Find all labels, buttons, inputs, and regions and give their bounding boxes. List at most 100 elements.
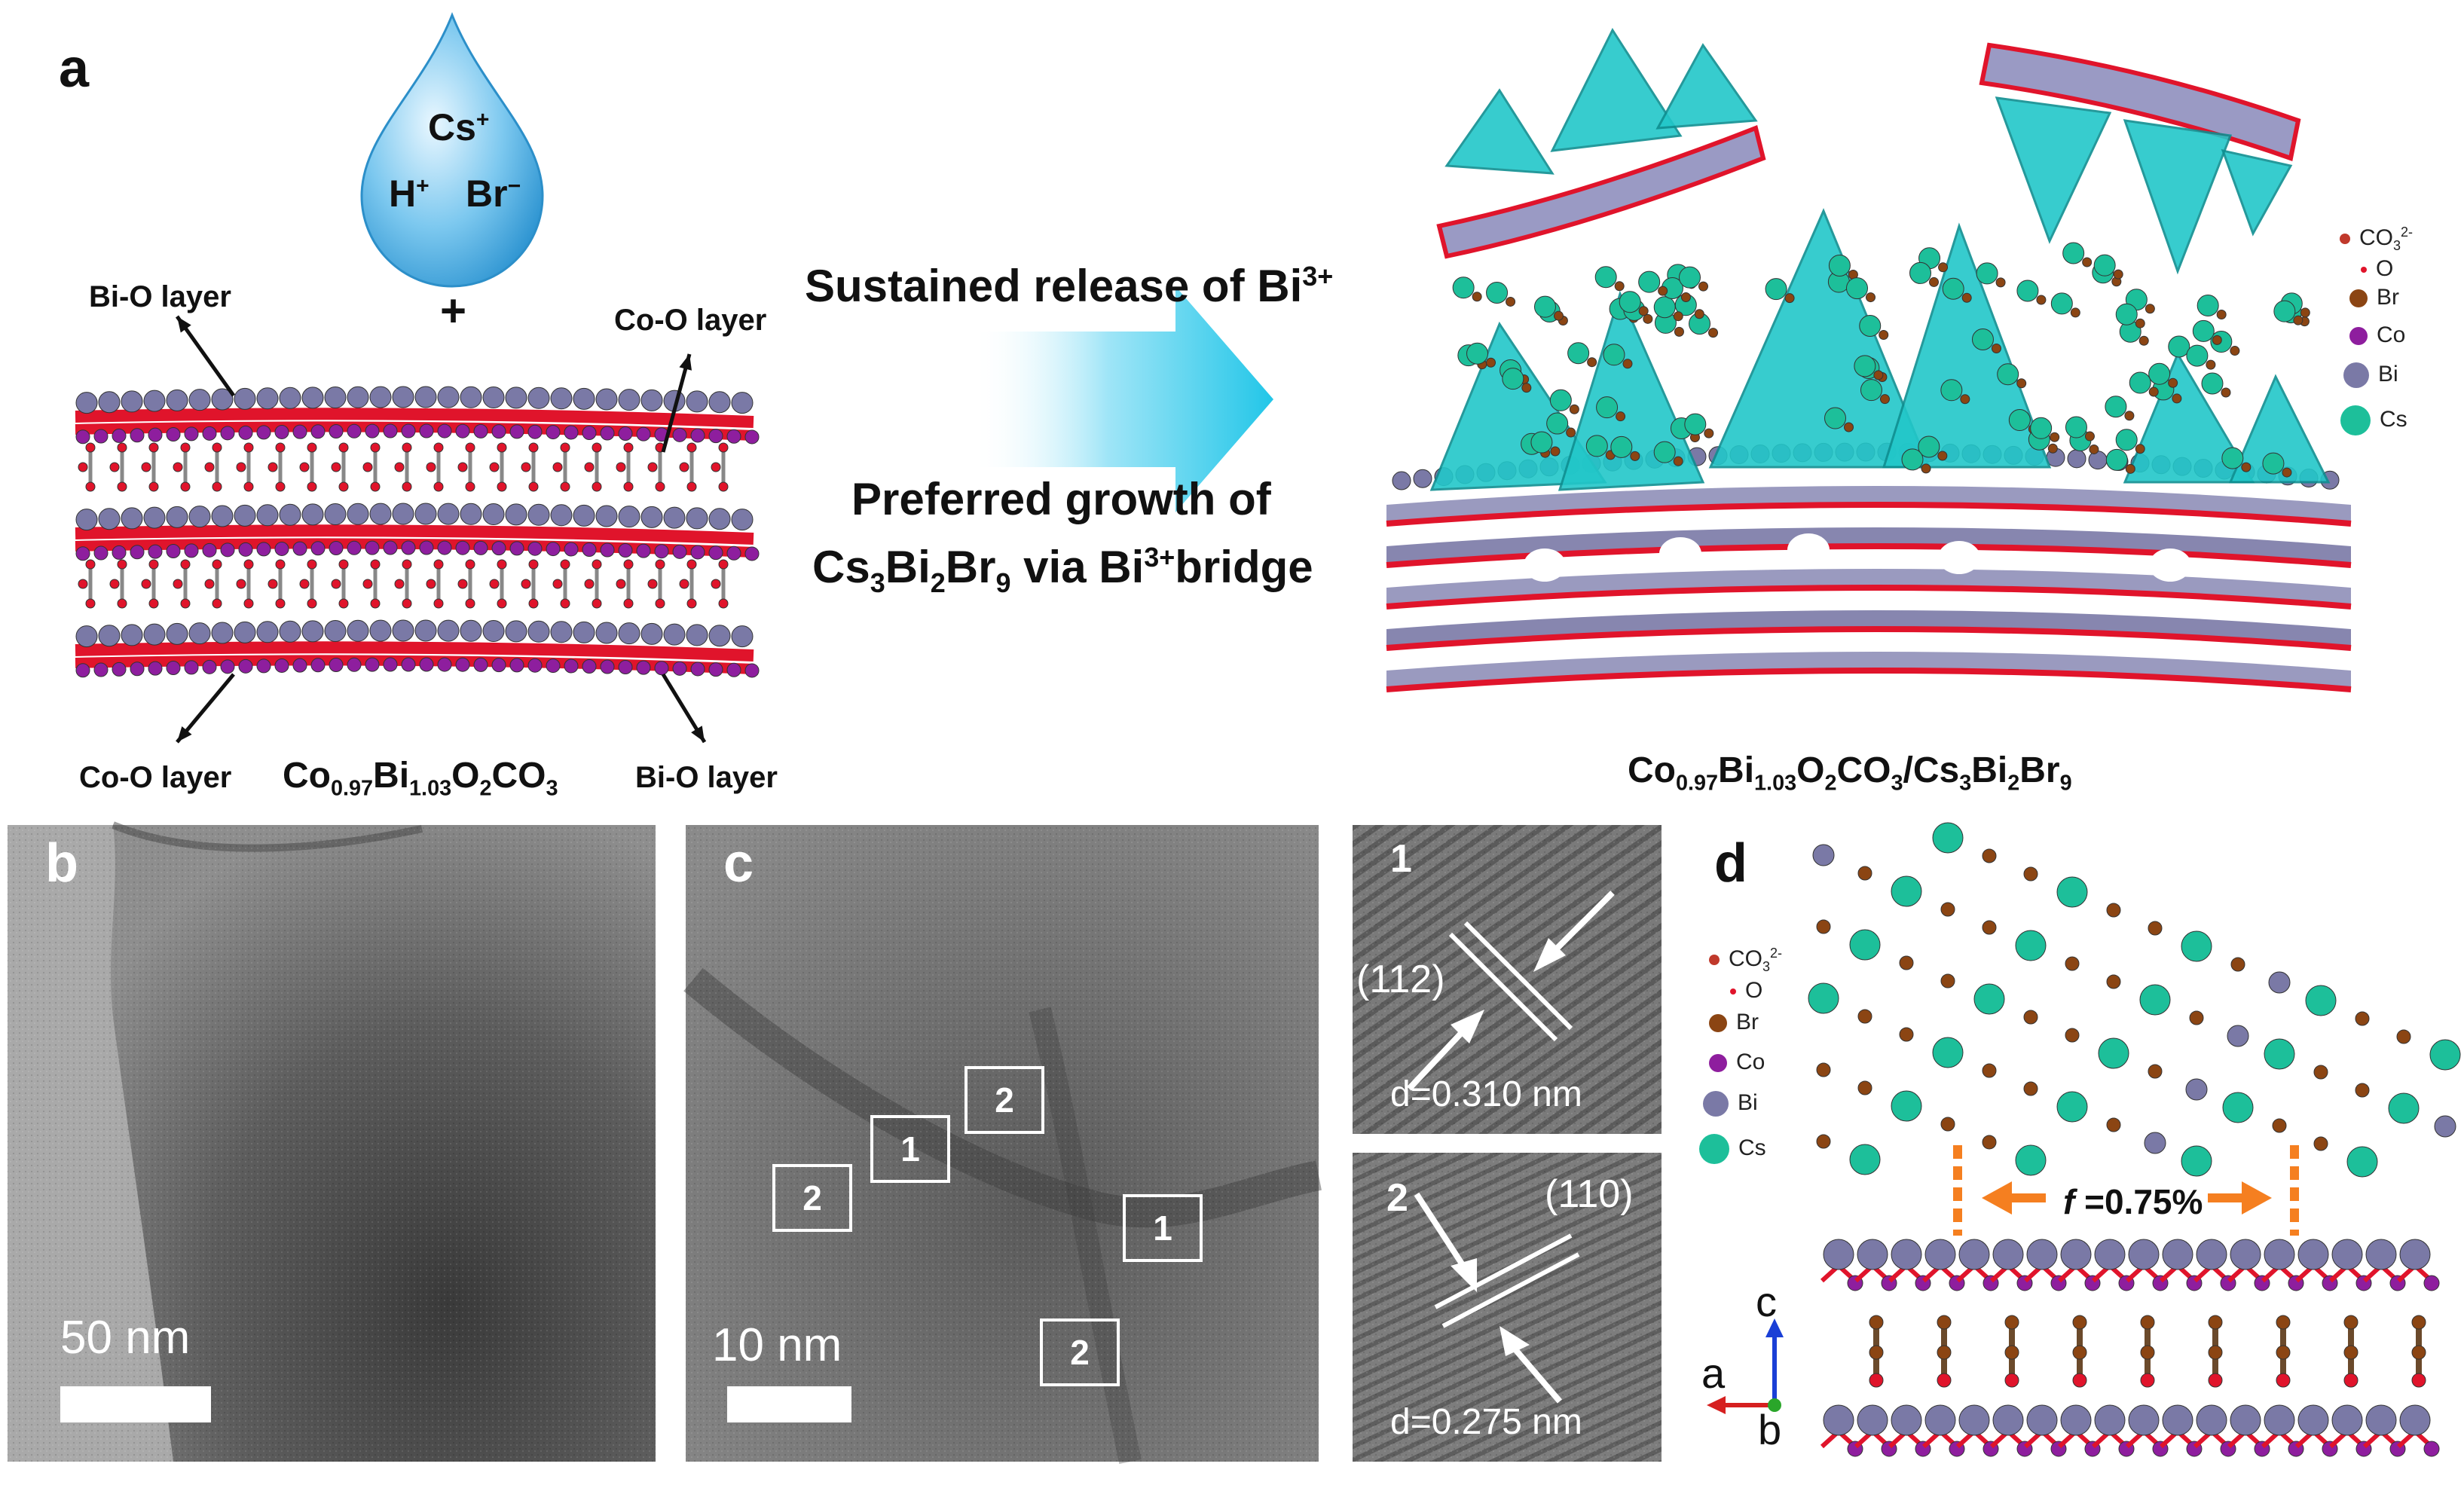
bromine-atom <box>2125 463 2135 474</box>
cobalt-atom <box>2423 1275 2440 1291</box>
oxygen-atom <box>362 462 373 472</box>
cobalt-atom <box>527 658 543 673</box>
right-composite-crystal-illustration <box>1386 27 2352 692</box>
bromine-atom <box>1674 326 1684 337</box>
perovskite-crystal <box>1708 208 1931 469</box>
bismuth-atom <box>573 504 595 527</box>
bismuth-atom <box>188 389 211 411</box>
scale-bar-b <box>60 1386 211 1422</box>
cesium-atom <box>1997 363 2019 386</box>
pore <box>2149 548 2191 582</box>
cobalt-atom <box>220 659 235 674</box>
bismuth-atom <box>166 622 188 645</box>
cobalt-atom <box>383 657 398 672</box>
cobalt-atom <box>437 657 452 672</box>
oxygen-atom <box>117 559 127 570</box>
cesium-atom <box>2056 876 2088 908</box>
inset-2-plane: (110) <box>1545 1172 1634 1216</box>
pore <box>1787 533 1830 567</box>
cobalt-atom <box>148 544 163 559</box>
cesium-atom <box>1891 1090 1922 1122</box>
bismuth-atom <box>2264 1404 2295 1436</box>
cobalt-atom <box>473 423 488 438</box>
bismuth-atom <box>2331 1239 2363 1270</box>
bismuth-atom <box>527 620 550 643</box>
bromine-atom <box>1816 919 1831 934</box>
oxygen-atom <box>433 481 444 492</box>
oxygen-atom <box>338 481 349 492</box>
label-bi-o-layer-bottom: Bi-O layer <box>635 761 778 794</box>
process-arrow-icon <box>972 286 1273 512</box>
bromine-atom <box>1553 310 1564 321</box>
oxygen-atom <box>584 462 595 472</box>
bromine-atom <box>1899 1027 1914 1042</box>
right-material-formula: Co0.97Bi1.03O2CO3/Cs3Bi2Br9 <box>1628 750 2072 796</box>
cobalt-atom <box>329 658 344 673</box>
label-arrow-head <box>691 726 705 742</box>
oxygen-atom <box>204 462 215 472</box>
oxygen-atom <box>236 579 246 589</box>
bismuth-atom <box>550 621 573 643</box>
bismuth-atom <box>1413 469 1432 488</box>
cobalt-atom <box>238 425 253 440</box>
bismuth-atom <box>369 619 392 642</box>
bromine-atom <box>1940 1117 1955 1132</box>
oxygen-atom <box>78 579 88 589</box>
bismuth-atom <box>1857 1404 1888 1436</box>
cesium-atom <box>2264 1038 2295 1070</box>
oxygen-atom <box>212 442 222 453</box>
oxygen-atom <box>489 462 500 472</box>
oxygen-atom <box>85 598 96 609</box>
bromine-atom <box>2343 1345 2359 1360</box>
bromine-atom <box>2004 1345 2019 1360</box>
bismuth-atom <box>2060 1239 2092 1270</box>
bismuth-atom <box>1891 1239 1922 1270</box>
cesium-atom <box>2105 396 2127 418</box>
oxygen-atom <box>560 442 570 453</box>
droplet-proton: H+ <box>389 173 430 215</box>
oxygen-atom <box>338 598 349 609</box>
cobalt-atom <box>383 540 398 555</box>
bromine-atom <box>1982 920 1997 935</box>
oxygen-atom <box>275 598 286 609</box>
bismuth-atom <box>1857 1239 1888 1270</box>
cesium-atom <box>2139 984 2171 1016</box>
oxygen-atom <box>299 579 310 589</box>
bismuth-atom <box>166 506 188 528</box>
bromine-atom <box>1569 404 1579 414</box>
bromine-atom <box>1816 1062 1831 1077</box>
arrow-text-sustained-release: Sustained release of Bi3+ <box>805 261 1334 311</box>
cobalt-atom <box>618 426 633 442</box>
oxygen-atom <box>275 442 286 453</box>
cobalt-atom <box>292 541 307 556</box>
perovskite-crystal <box>1655 43 1758 130</box>
bismuth-atom <box>2026 1239 2058 1270</box>
bismuth-atom <box>121 507 143 530</box>
perovskite-crystal <box>2221 148 2293 237</box>
bismuth-atom <box>437 386 460 408</box>
bromine-atom <box>2084 431 2095 442</box>
bismuth-atom <box>2264 1239 2295 1270</box>
oxygen-atom <box>402 598 412 609</box>
bromine-atom <box>2355 1083 2370 1098</box>
bromine-atom <box>2065 956 2080 971</box>
label-arrow-head <box>679 354 692 371</box>
cobalt-atom <box>564 658 579 674</box>
cesium-atom <box>2429 1039 2461 1071</box>
cobalt-atom <box>690 545 705 560</box>
cobalt-atom <box>654 661 669 676</box>
oxygen-atom <box>433 598 444 609</box>
bromine-atom <box>1616 411 1626 422</box>
bromine-atom <box>1587 357 1597 368</box>
bismuth-atom <box>98 391 121 414</box>
bromine-atom <box>2411 1315 2426 1330</box>
cobalt-atom <box>564 542 579 557</box>
cesium-atom <box>1932 1037 1964 1068</box>
panel-label-d: d <box>1714 833 1747 894</box>
bromine-atom-icon <box>1709 1014 1727 1033</box>
oxygen-atom <box>307 481 317 492</box>
cesium-atom <box>2093 254 2116 277</box>
cobalt-atom <box>455 657 470 672</box>
bromine-atom <box>2241 462 2252 472</box>
bismuth-atom <box>2088 451 2108 470</box>
